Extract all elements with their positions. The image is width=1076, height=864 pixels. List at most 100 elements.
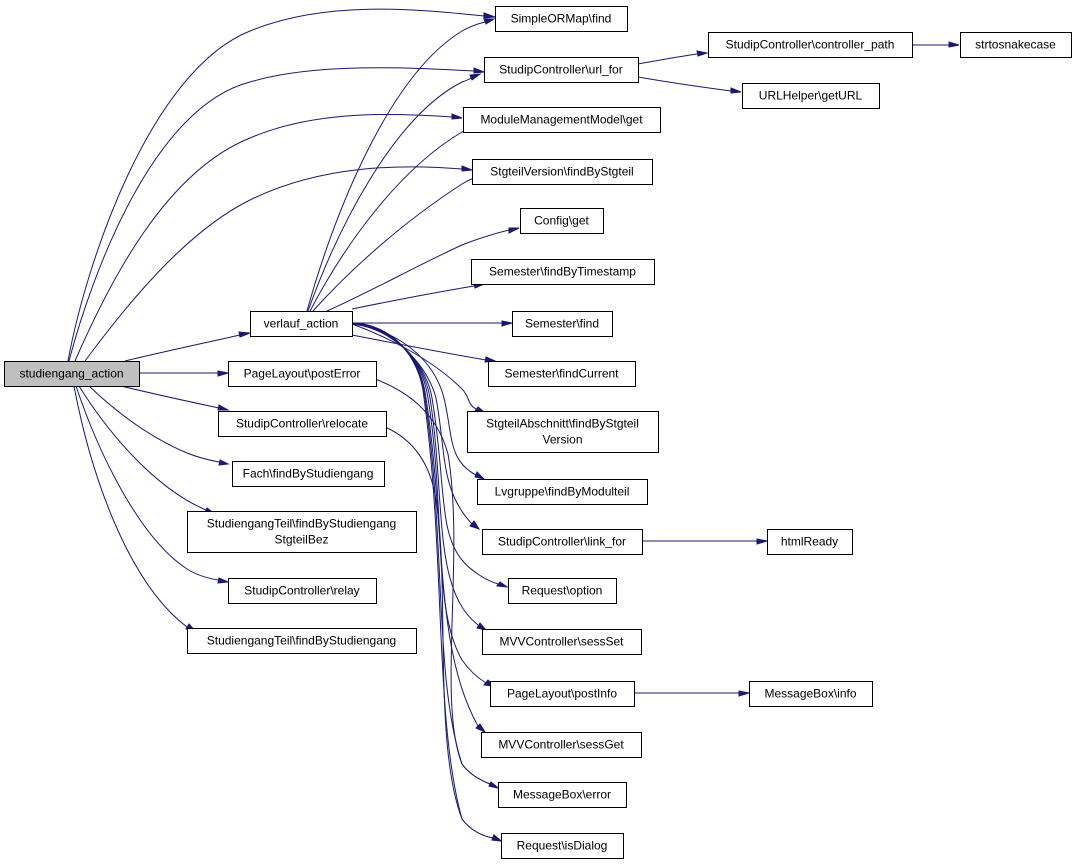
edge-studiengang_action-to-fach_findbystudiengang	[88, 385, 230, 466]
node-box	[767, 529, 853, 555]
edge-line	[73, 385, 188, 628]
edge-line	[124, 334, 241, 362]
node-semester_findcurrent[interactable]: Semester\findCurrent	[488, 361, 636, 387]
arrowhead-icon	[483, 12, 496, 19]
node-box	[482, 629, 642, 655]
edge-line	[307, 77, 472, 312]
arrowhead-icon	[473, 67, 485, 74]
node-label: Request\option	[522, 584, 603, 598]
node-box	[742, 83, 880, 109]
node-box	[467, 411, 659, 453]
node-modulemanagementmodel_get[interactable]: ModuleManagementModel\get	[463, 107, 661, 133]
node-box	[228, 361, 377, 387]
node-studiengang_action[interactable]: studiengang_action	[4, 361, 140, 387]
edge-line	[75, 385, 219, 581]
edge-verlauf_action-to-simpleormap_find	[306, 18, 496, 312]
node-label: Version	[542, 433, 582, 447]
node-studipcontroller_relay[interactable]: StudipController\relay	[228, 578, 377, 604]
edge-studiengang_action-to-studipcontroller_url_for	[68, 67, 485, 362]
node-mvvcontroller_sessget[interactable]: MVVController\sessGet	[481, 732, 642, 758]
node-label: StudipController\link_for	[498, 535, 626, 549]
node-box	[187, 628, 417, 654]
node-box	[481, 732, 642, 758]
node-request_isdialog[interactable]: Request\isDialog	[501, 833, 624, 859]
edge-verlauf_action-to-semester_find	[352, 320, 513, 327]
node-pagelayout_posterror[interactable]: PageLayout\postError	[228, 361, 377, 387]
edge-line	[67, 8, 485, 362]
node-htmlready[interactable]: htmlReady	[767, 529, 853, 555]
node-studipcontroller_url_for[interactable]: StudipController\url_for	[484, 57, 639, 83]
node-box	[495, 6, 628, 32]
node-box	[960, 32, 1072, 58]
node-studiengangteil_findbystudiengangstgteilbez[interactable]: StudiengangTeil\findByStudiengangStgteil…	[187, 511, 417, 553]
edge-line	[374, 378, 491, 785]
node-label: Request\isDialog	[517, 839, 608, 853]
node-fach_findbystudiengang[interactable]: Fach\findByStudiengang	[232, 461, 385, 487]
edge-studiengang_action-to-modulemanagementmodel_get	[74, 113, 463, 362]
node-label: Fach\findByStudiengang	[243, 467, 374, 481]
edge-line	[384, 426, 494, 839]
edge-verlauf_action-to-semester_findbytimestamp	[351, 282, 486, 310]
node-lvgruppe_findbymodulteil[interactable]: Lvgruppe\findByModulteil	[477, 479, 648, 505]
arrowhead-icon	[475, 723, 487, 734]
node-label: Config\get	[534, 214, 589, 228]
edge-line	[78, 385, 207, 511]
edge-line	[68, 67, 475, 362]
node-box	[472, 159, 653, 185]
node-request_option[interactable]: Request\option	[508, 578, 617, 604]
node-label: StgteilAbschnitt\findByStgteil	[486, 417, 639, 431]
edge-line	[88, 385, 220, 463]
node-label: PageLayout\postInfo	[507, 687, 617, 701]
arrowhead-icon	[948, 41, 960, 48]
node-config_get[interactable]: Config\get	[520, 208, 604, 234]
node-box	[232, 461, 385, 487]
edge-studipcontroller_relocate-to-request_isdialog	[384, 426, 503, 842]
node-studipcontroller_link_for[interactable]: StudipController\link_for	[482, 529, 643, 555]
arrowhead-icon	[730, 87, 742, 94]
edge-line	[120, 385, 220, 409]
node-messagebox_info[interactable]: MessageBox\info	[749, 681, 873, 707]
node-stgteilversion_findbystgteil[interactable]: StgteilVersion\findByStgteil	[472, 159, 653, 185]
nodes-layer: studiengang_action verlauf_actionPageLayo…	[4, 6, 1072, 859]
node-box	[488, 361, 636, 387]
node-pagelayout_postinfo[interactable]: PageLayout\postInfo	[490, 681, 635, 707]
node-label: StudiengangTeil\findByStudiengang	[207, 634, 396, 648]
node-studipcontroller_controller_path[interactable]: StudipController\controller_path	[708, 32, 913, 58]
arrowhead-icon	[238, 331, 251, 338]
arrowhead-icon	[451, 113, 463, 120]
arrowhead-icon	[217, 404, 230, 411]
node-box	[498, 782, 627, 808]
node-semester_findbytimestamp[interactable]: Semester\findByTimestamp	[471, 259, 655, 285]
edge-line	[351, 285, 475, 310]
node-strtosnakecase[interactable]: strtosnakecase	[960, 32, 1072, 58]
arrowhead-icon	[461, 165, 473, 172]
node-simpleormap_find[interactable]: SimpleORMap\find	[495, 6, 628, 32]
edge-verlauf_action-to-messagebox_error	[350, 322, 499, 789]
edge-line	[350, 322, 491, 785]
node-label: MVVController\sessSet	[499, 635, 624, 649]
arrowhead-icon	[217, 370, 229, 377]
node-box	[471, 259, 655, 285]
node-label: StudipController\relocate	[236, 417, 368, 431]
arrowhead-icon	[488, 781, 499, 789]
node-messagebox_error[interactable]: MessageBox\error	[498, 782, 627, 808]
node-studipcontroller_relocate[interactable]: StudipController\relocate	[218, 411, 387, 437]
edge-verlauf_action-to-config_get	[326, 227, 520, 312]
node-label: StudiengangTeil\findByStudiengang	[207, 517, 396, 531]
node-studiengangteil_findbystudiengang[interactable]: StudiengangTeil\findByStudiengang	[187, 628, 417, 654]
node-label: PageLayout\postError	[244, 367, 361, 381]
node-semester_find[interactable]: Semester\find	[512, 311, 613, 337]
node-label: MessageBox\error	[513, 788, 611, 802]
node-urlhelper_geturl[interactable]: URLHelper\getURL	[742, 83, 880, 109]
node-box	[501, 833, 624, 859]
node-mvvcontroller_sessset[interactable]: MVVController\sessSet	[482, 629, 642, 655]
edge-studiengang_action-to-verlauf_action	[124, 331, 251, 362]
node-box	[463, 107, 661, 133]
node-verlauf_action[interactable]: verlauf_action	[250, 311, 353, 337]
node-label: StgteilVersion\findByStgteil	[490, 165, 633, 179]
node-label: Semester\findCurrent	[504, 367, 619, 381]
node-label: MVVController\sessGet	[498, 738, 624, 752]
node-label: StgteilBez	[274, 533, 328, 547]
edge-studiengang_action-to-simpleormap_find	[67, 8, 496, 362]
